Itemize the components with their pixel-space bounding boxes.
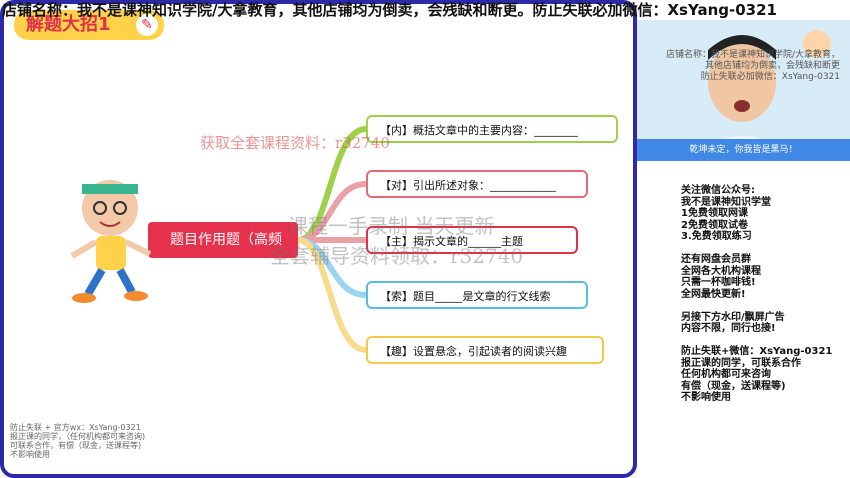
promo-watermark: 获取全套课程资料：r32740 [200, 134, 390, 152]
watermark-line-2: 全套辅导资料领取：r32740 [270, 244, 524, 268]
side-ad-line: 只需一杯咖啡钱! [681, 277, 756, 288]
branch-content: 【内】概括文章中的主要内容：________ [366, 115, 618, 143]
side-ad-line: 3.免费领取练习 [681, 231, 752, 242]
slide-area: 解题大招1 ✎ 题目作用题（高频 【内】概括文章中的主要内容：________ … [0, 0, 637, 478]
video-watermark-line: 防止失联必加微信：XsYang-0321 [700, 72, 840, 82]
side-ad-line: 任何机构都可来咨询 [681, 369, 771, 380]
top-banner: 店铺名称：我不是课神知识学院/大拿教育，其他店铺均为倒卖，会残缺和断更。防止失联… [2, 1, 777, 19]
bottom-notice: 防止失联 + 官方wx：XsYang-0321 报正课的同学，（任何机构都可来咨… [10, 423, 145, 459]
teacher-video: 店铺名称：我不是课神知识学院/大拿教育， 其他店铺均为倒卖，会残缺和断更 防止失… [637, 20, 850, 160]
connector-5 [297, 237, 367, 353]
video-caption: 乾坤未定，你我皆是黑马！ [637, 139, 850, 161]
side-ad-line: 另接下方水印/飘屏广告 [681, 311, 785, 323]
badge-label: 解题大招1 [26, 14, 111, 35]
notice-line: 报正课的同学，（任何机构都可来咨询) [10, 432, 146, 441]
side-ad-line: 还有网盘会员群 [681, 254, 751, 265]
pencil-icon: ✎ [136, 14, 158, 36]
notice-line: 防止失联 + 官方wx：XsYang-0321 [10, 423, 141, 432]
side-ad-line: 内容不限，同行也接! [681, 323, 776, 334]
branch-interest: 【趣】设置悬念，引起读者的阅读兴趣 [366, 336, 604, 364]
method-badge: 解题大招1 ✎ [14, 10, 164, 40]
side-ad-line: 不影响使用 [681, 392, 731, 403]
branch-theme: 【主】揭示文章的______主题 [366, 226, 578, 254]
side-ad-line: 报正课的同学，可联系合作 [681, 357, 801, 369]
side-ad-line: 防止失联+微信：XsYang-0321 [681, 346, 833, 357]
side-ad-line: 关注微信公众号: [681, 185, 755, 196]
side-ad-line: 有偿（现金，送课程等) [681, 380, 786, 392]
mindmap-connectors [297, 126, 367, 353]
teacher-figure [637, 20, 850, 160]
notice-line: 可联系合作，有偿（现金，送课程等) [10, 441, 142, 450]
side-ad-line: 1免费领取网课 [681, 208, 748, 219]
watermark-line-1: 课程一手录制 当天更新 [288, 214, 495, 238]
side-ad-line [681, 243, 832, 255]
branch-object: 【对】引出所述对象：____________ [366, 170, 588, 198]
branch-clue: 【索】题目_____是文章的行文线索 [366, 281, 588, 309]
video-watermark-line: 其他店铺均为倒卖，会残缺和断更 [704, 61, 840, 71]
video-watermark-line: 店铺名称：我不是课神知识学院/大拿教育， [665, 50, 840, 60]
central-node: 题目作用题（高频 [148, 222, 298, 258]
side-ad-line: 2免费领取试卷 [681, 219, 748, 231]
mascot-illustration [70, 180, 152, 303]
notice-line: 不影响使用 [10, 450, 50, 459]
side-ad-line [681, 335, 832, 347]
side-ad-line: 我不是课神知识学堂 [681, 196, 771, 208]
video-watermark: 店铺名称：我不是课神知识学院/大拿教育， 其他店铺均为倒卖，会残缺和断更 防止失… [666, 50, 840, 83]
side-ad-line: 全网各大机构课程 [681, 265, 761, 277]
side-ad-line [681, 300, 832, 312]
side-ad-line: 全网最快更新! [681, 288, 746, 300]
